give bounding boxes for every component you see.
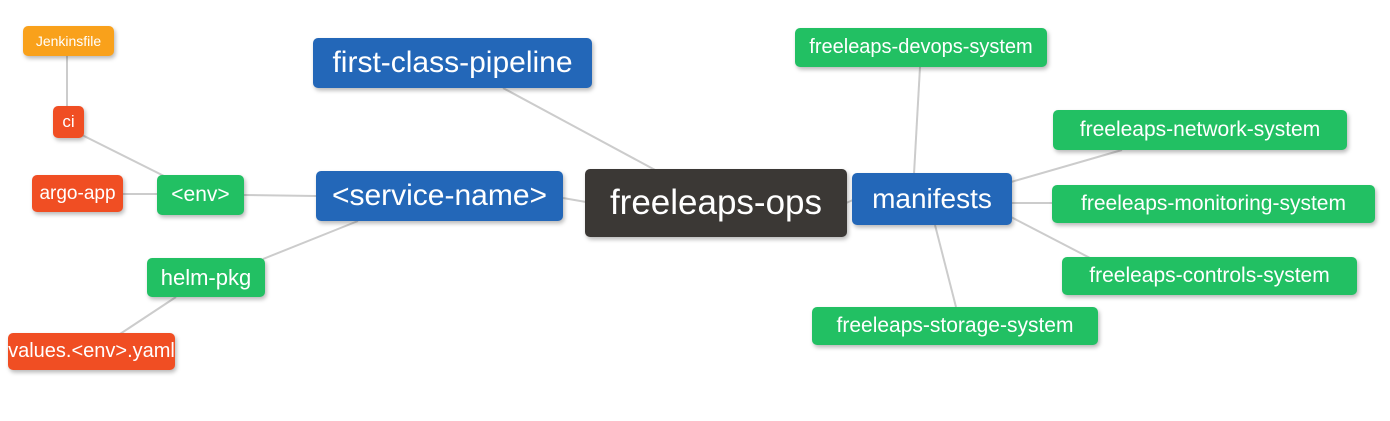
edge-service-name-helm-pkg <box>262 220 359 260</box>
node-argo-app[interactable]: argo-app <box>32 175 123 212</box>
node-freeleaps-monitoring-system[interactable]: freeleaps-monitoring-system <box>1052 185 1375 223</box>
edge-ops-manifests <box>845 199 854 204</box>
node-values-env-yaml[interactable]: values.<env>.yaml <box>8 333 175 370</box>
edge-manifests-storage <box>934 224 957 308</box>
node-jenkinsfile[interactable]: Jenkinsfile <box>23 26 114 56</box>
node-freeleaps-network-system[interactable]: freeleaps-network-system <box>1053 110 1347 150</box>
edge-env-service-name <box>243 194 317 197</box>
edge-ci-env <box>79 133 167 178</box>
node-freeleaps-controls-system[interactable]: freeleaps-controls-system <box>1062 257 1357 295</box>
edge-manifests-controls <box>1010 216 1091 259</box>
edge-manifests-devops <box>913 66 921 175</box>
edge-service-name-ops <box>562 197 587 203</box>
node-freeleaps-devops-system[interactable]: freeleaps-devops-system <box>795 28 1047 67</box>
node-ci[interactable]: ci <box>53 106 84 138</box>
node-manifests[interactable]: manifests <box>852 173 1012 225</box>
node-env[interactable]: <env> <box>157 175 244 215</box>
edge-helm-pkg-values <box>119 296 177 335</box>
node-helm-pkg[interactable]: helm-pkg <box>147 258 265 297</box>
node-freeleaps-storage-system[interactable]: freeleaps-storage-system <box>812 307 1098 345</box>
node-freeleaps-ops-root[interactable]: freeleaps-ops <box>585 169 847 237</box>
node-service-name[interactable]: <service-name> <box>316 171 563 221</box>
node-first-class-pipeline[interactable]: first-class-pipeline <box>313 38 592 88</box>
edge-pipeline-freeleaps-ops <box>502 87 658 172</box>
edge-manifests-network <box>1010 149 1123 183</box>
